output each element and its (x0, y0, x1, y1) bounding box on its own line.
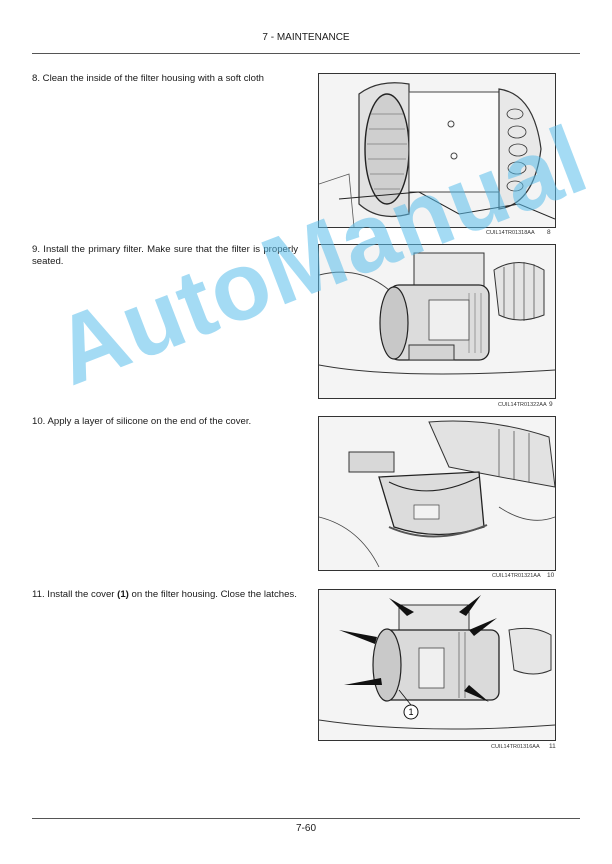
figure-8-illustration (318, 73, 556, 228)
latch-arrow-2 (459, 595, 481, 616)
figure-9-number: 9 (549, 401, 553, 408)
figure-9-code: CUIL14TR01322AA (498, 402, 547, 408)
step-9-text: 9. Install the primary filter. Make sure… (32, 244, 298, 267)
header-rule (32, 53, 580, 54)
filter-housing-open-drawing (319, 74, 555, 227)
latch-arrow-6 (464, 685, 489, 702)
page-number: 7-60 (295, 823, 316, 834)
figure-10-code: CUIL14TR01321AA (492, 573, 541, 579)
step-8-text: 8. Clean the inside of the filter housin… (32, 73, 264, 84)
figure-8-number: 8 (547, 229, 551, 236)
figure-11-code: CUIL14TR01316AA (491, 744, 540, 750)
figure-9-illustration (318, 244, 556, 399)
figure-10-number: 10 (547, 572, 555, 579)
cover-latches-drawing: 1 (319, 590, 555, 740)
figure-8-code: CUIL14TR01318AA (486, 230, 535, 236)
step-11-text-before: 11. Install the cover (32, 589, 118, 600)
footer-rule (32, 818, 580, 819)
latch-arrow-5 (344, 678, 382, 685)
figure-10-illustration (318, 416, 556, 571)
latch-arrow-1 (389, 598, 414, 616)
step-11-text: 11. Install the cover (1) on the filter … (32, 589, 298, 601)
primary-filter-installed-drawing (319, 245, 555, 398)
step-11-callout-ref: (1) (117, 589, 129, 600)
latch-arrow-3 (339, 630, 377, 644)
latch-arrow-4 (469, 618, 497, 636)
silicone-on-cover-drawing (319, 417, 555, 570)
callout-1-label: 1 (408, 707, 413, 717)
step-10-text: 10. Apply a layer of silicone on the end… (32, 416, 252, 427)
section-header: 7 - MAINTENANCE (262, 32, 350, 43)
figure-11-number: 11 (549, 743, 556, 750)
step-11-text-after: on the filter housing. Close the latches… (128, 589, 297, 600)
figure-11-illustration: 1 (318, 589, 556, 741)
